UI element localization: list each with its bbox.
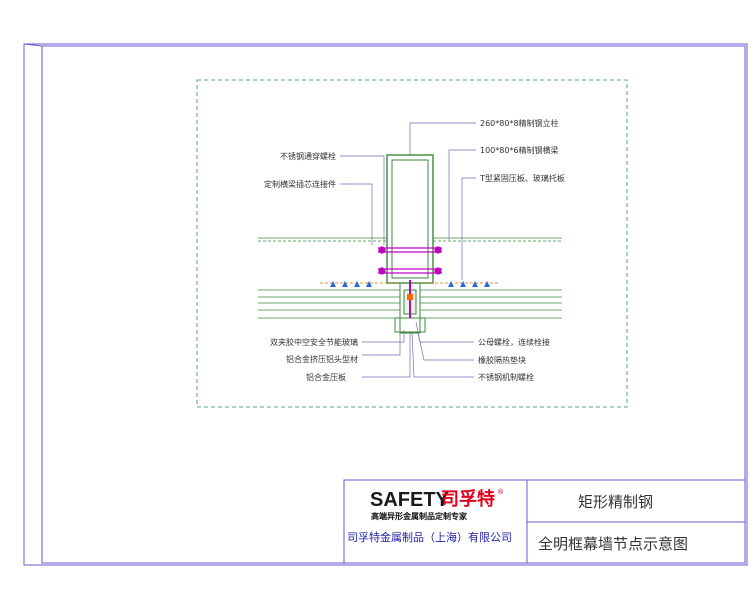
brand-slogan: 高端异形金属制品定制专家 [371, 511, 468, 521]
label-glass: 双夹胶中空安全节能玻璃 [270, 337, 358, 347]
sheet-outer-border [23, 43, 748, 566]
brand-logo-en: SAFETY [370, 489, 450, 511]
brand-logo-cn: 司孚特 [441, 488, 495, 510]
label-steel-column: 260*80*8精制钢立柱 [480, 118, 559, 128]
steel-beam-lines [258, 237, 562, 242]
through-bolts [378, 246, 442, 275]
label-machine-screw: 不锈钢机制螺栓 [478, 372, 534, 382]
steel-column [386, 154, 434, 284]
sheet-corner-tick-left [23, 43, 43, 47]
callout-leaders [340, 122, 476, 378]
label-alu-cover: 铝合金压板 [306, 372, 346, 382]
drawing-title: 矩形精制钢 [578, 493, 653, 511]
label-pressure-plate: T型紧固压板、玻璃托板 [479, 173, 565, 183]
label-steel-beam: 100*80*6精制钢横梁 [480, 145, 559, 155]
company-name: 司孚特金属制品（上海）有限公司 [347, 530, 512, 544]
brand-registered-mark: ® [497, 488, 504, 496]
drawing-subtitle: 全明框幕墙节点示意图 [538, 535, 688, 553]
pressure-plate-teeth [330, 281, 490, 287]
title-block: SAFETY 司孚特 ® 高端异形金属制品定制专家 司孚特金属制品（上海）有限公… [343, 479, 746, 564]
label-nut-bolt: 公母螺栓，连续栓接 [478, 337, 550, 347]
label-anchor-connector: 定制横梁插芯连接件 [264, 179, 336, 189]
aluminium-profile [394, 280, 426, 334]
label-stainless-bolt: 不锈钢通穿螺栓 [280, 151, 336, 161]
detail-viewport [196, 79, 628, 408]
label-alu-profile: 铝合金挤压铝头型材 [286, 354, 358, 364]
label-rubber-strip: 橡胶隔热垫块 [478, 355, 526, 365]
